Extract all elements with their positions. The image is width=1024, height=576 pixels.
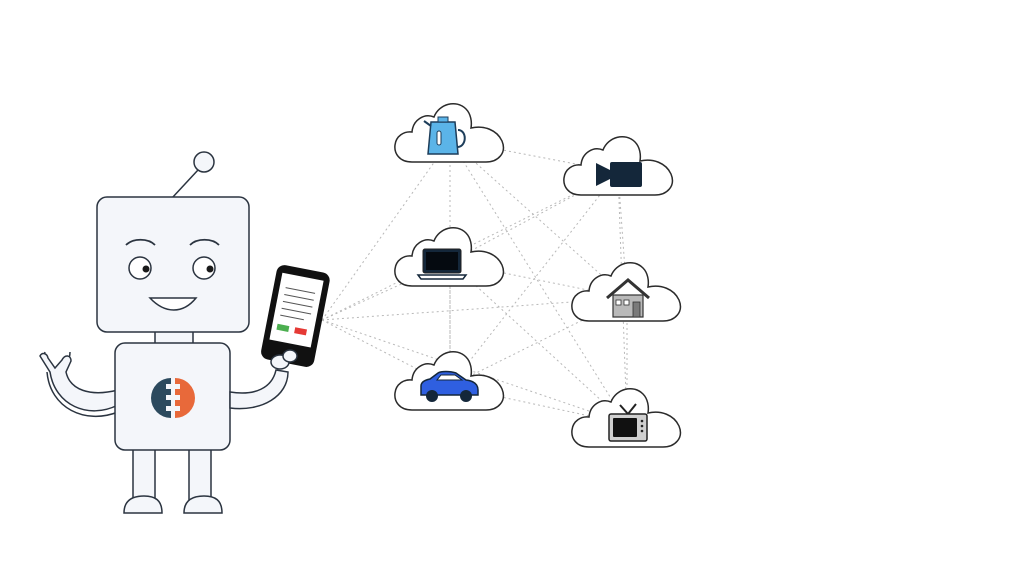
- connection-line: [449, 139, 628, 425]
- connection-line: [321, 261, 451, 321]
- robot-head: [96, 196, 250, 333]
- robot-right-arm: [229, 369, 289, 410]
- cloud-node-tv: [571, 387, 682, 448]
- cloud-node-car: [394, 350, 505, 411]
- decline-call-button: [294, 327, 308, 336]
- cloud-node-house: [571, 261, 682, 322]
- accept-call-button: [276, 323, 290, 332]
- robot-logo: [151, 378, 195, 418]
- robot-body: [114, 342, 231, 451]
- robot-legs: [123, 447, 223, 514]
- connection-line: [449, 139, 619, 173]
- robot-smile: [148, 297, 198, 311]
- robot-left-eye: [128, 256, 152, 280]
- laptop-icon: [416, 248, 468, 280]
- video-camera-icon: [596, 162, 642, 187]
- connection-line: [321, 297, 628, 321]
- connection-line: [321, 139, 451, 321]
- robot-right-hand: [270, 349, 298, 370]
- smartphone: [261, 265, 330, 367]
- kettle-icon: [423, 116, 466, 155]
- robot-face: [125, 238, 220, 311]
- tv-icon: [608, 403, 648, 442]
- connection-line: [321, 319, 628, 425]
- robot-character: [39, 151, 330, 514]
- cloud-node-laptop: [394, 226, 505, 287]
- cloud-node-kettle: [394, 102, 505, 163]
- house-icon: [606, 278, 650, 318]
- car-icon: [420, 370, 479, 402]
- cloud-node-camera: [563, 135, 674, 196]
- robot-antenna: [171, 151, 215, 199]
- robot-right-eye: [192, 256, 216, 280]
